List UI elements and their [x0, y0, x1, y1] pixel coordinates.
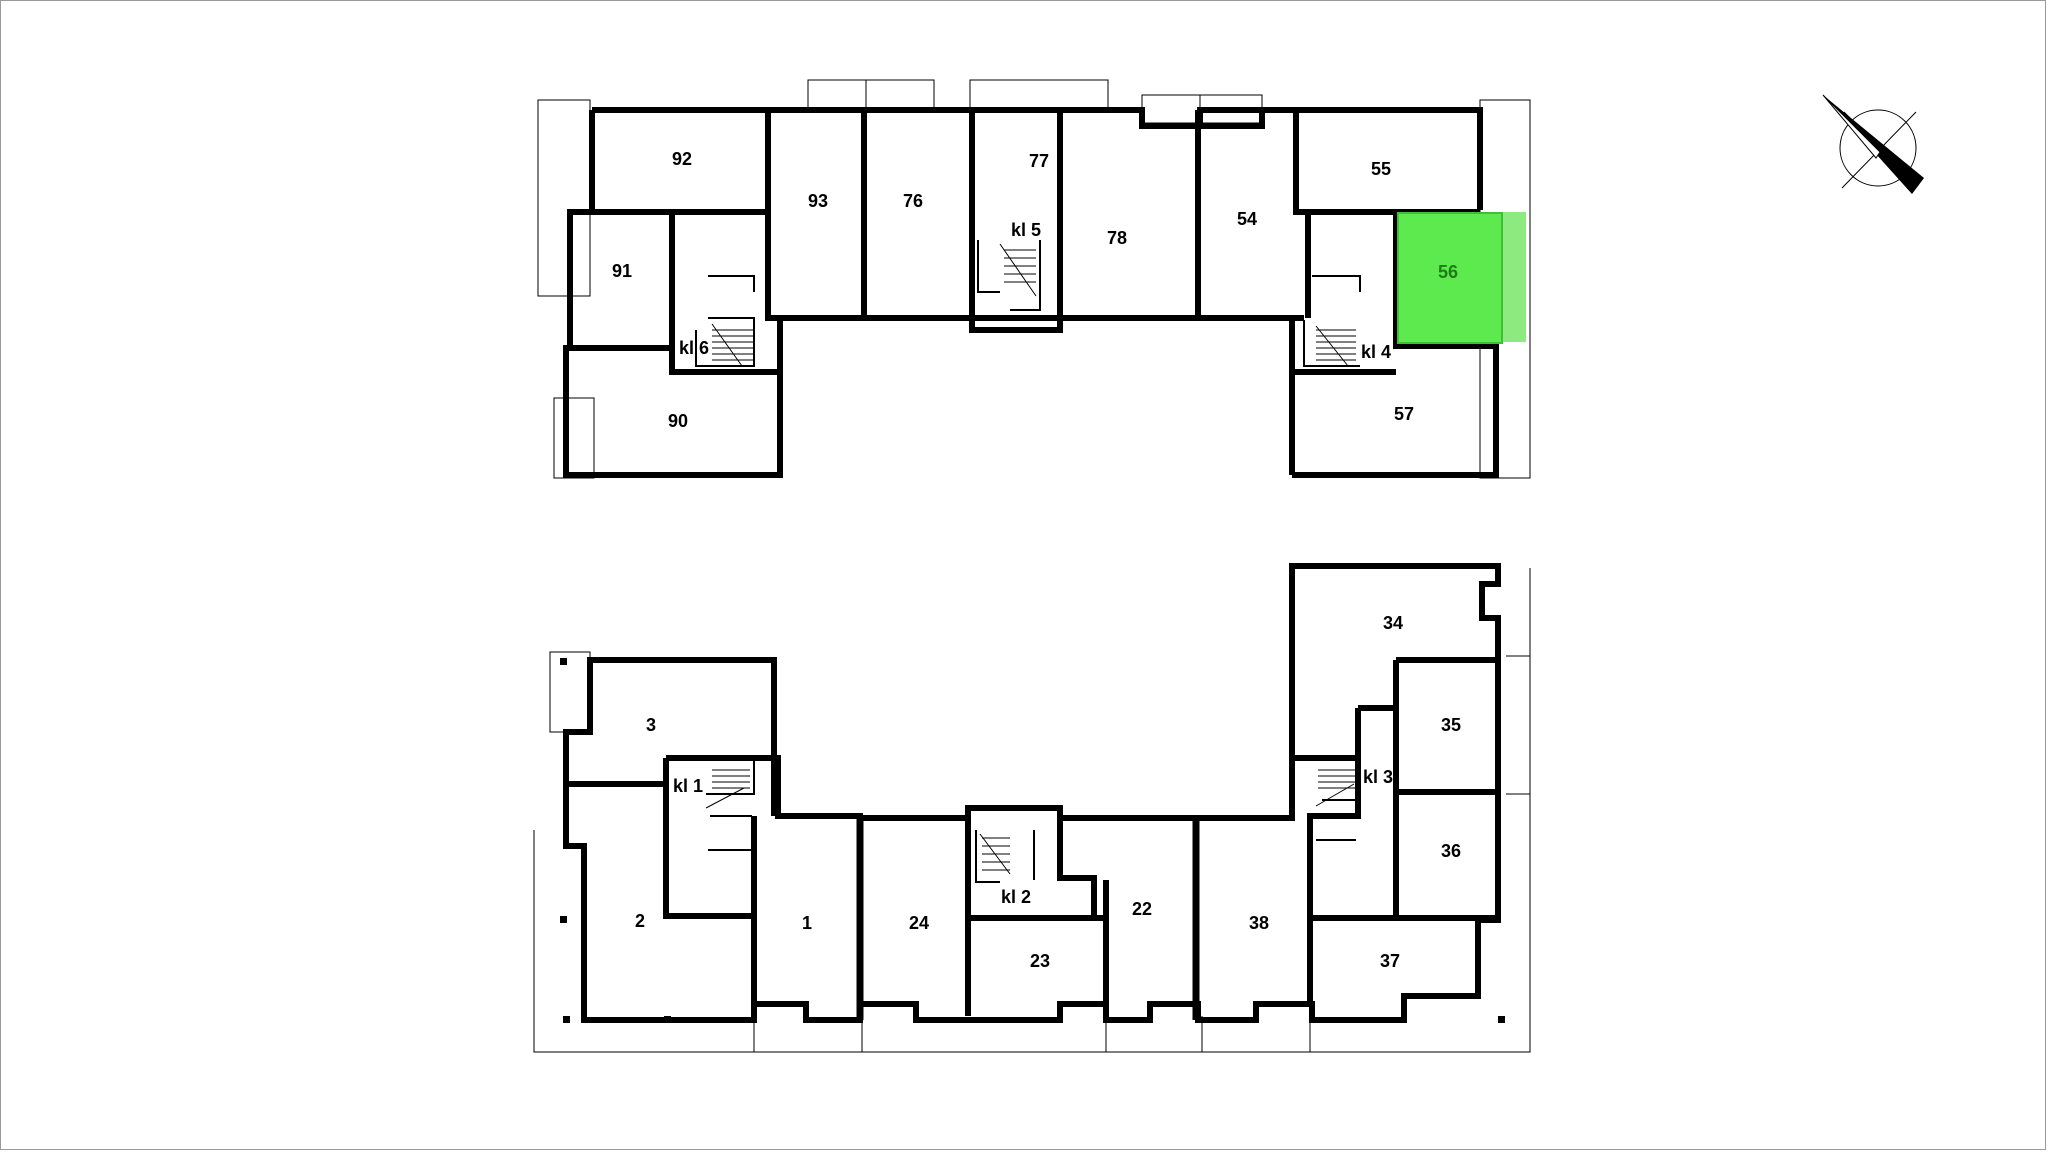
unit-label-22[interactable]: 22: [1132, 899, 1152, 919]
unit-label-76[interactable]: 76: [903, 191, 923, 211]
unit-56-highlight[interactable]: [1397, 212, 1503, 344]
stair-label-kl2: kl 2: [1001, 887, 1031, 907]
balcony-top-2: [969, 79, 1109, 111]
unit-label-34[interactable]: 34: [1383, 613, 1403, 633]
unit-label-55[interactable]: 55: [1371, 159, 1391, 179]
stair-kl4: [1303, 275, 1361, 367]
unit-label-1[interactable]: 1: [802, 913, 812, 933]
unit-label-23[interactable]: 23: [1030, 951, 1050, 971]
stair-kl5: [977, 240, 1041, 311]
unit-label-77[interactable]: 77: [1029, 151, 1049, 171]
upper-building: [537, 79, 1531, 479]
unit-label-36[interactable]: 36: [1441, 841, 1461, 861]
unit-label-57[interactable]: 57: [1394, 404, 1414, 424]
balcony-top-1: [807, 79, 935, 111]
unit-label-2[interactable]: 2: [635, 911, 645, 931]
balcony-bottom-left: [553, 397, 595, 479]
unit-label-93[interactable]: 93: [808, 191, 828, 211]
unit-label-38[interactable]: 38: [1249, 913, 1269, 933]
balcony-left: [537, 99, 591, 297]
unit-label-78[interactable]: 78: [1107, 228, 1127, 248]
stair-kl1: [705, 759, 755, 851]
compass-north-arrow-icon: [1822, 94, 1924, 194]
stair-kl2: [975, 830, 1035, 883]
unit-label-3[interactable]: 3: [646, 715, 656, 735]
unit-label-91[interactable]: 91: [612, 261, 632, 281]
stair-kl3: [1315, 759, 1361, 841]
lower-building: [533, 563, 1531, 1053]
unit-label-37[interactable]: 37: [1380, 951, 1400, 971]
stair-label-kl1: kl 1: [673, 776, 703, 796]
stair-label-kl4: kl 4: [1361, 342, 1391, 362]
unit-label-24[interactable]: 24: [909, 913, 929, 933]
stair-label-kl3: kl 3: [1363, 767, 1393, 787]
unit-label-56[interactable]: 56: [1438, 262, 1458, 282]
balcony-lower-left: [549, 651, 591, 733]
stair-label-kl5: kl 5: [1011, 220, 1041, 240]
stair-kl6: [695, 275, 755, 367]
unit-label-54[interactable]: 54: [1237, 209, 1257, 229]
unit-label-35[interactable]: 35: [1441, 715, 1461, 735]
stair-label-kl6: kl 6: [679, 338, 709, 358]
unit-label-92[interactable]: 92: [672, 149, 692, 169]
unit-label-90[interactable]: 90: [668, 411, 688, 431]
unit-labels: 92 93 76 77 78 54 55 56 91 90 57 kl 6 kl…: [612, 149, 1461, 971]
unit-56-balcony-highlight: [1500, 212, 1526, 342]
